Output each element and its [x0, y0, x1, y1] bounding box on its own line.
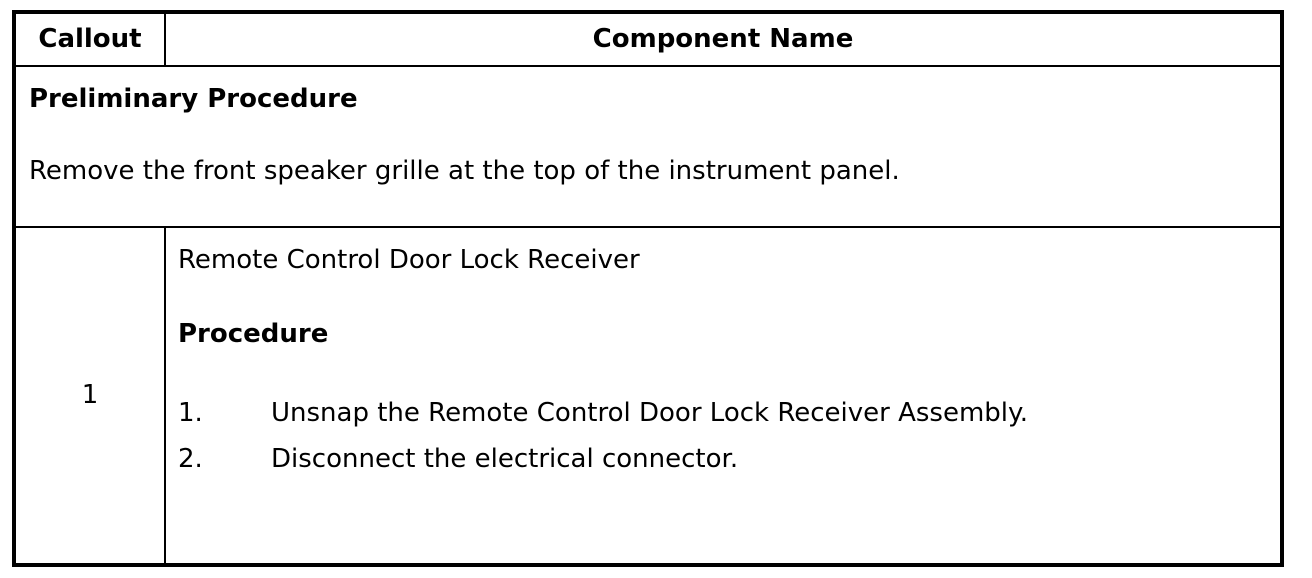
component-table: Callout Component Name Preliminary Proce… [12, 10, 1284, 567]
preliminary-procedure-title: Preliminary Procedure [29, 84, 358, 114]
callout-column-header: Callout [16, 14, 166, 65]
callout-number-cell: 1 [16, 228, 166, 563]
preliminary-procedure-row: Preliminary Procedure Remove the front s… [16, 67, 1280, 228]
procedure-step: 1. Unsnap the Remote Control Door Lock R… [178, 397, 1266, 430]
component-row: 1 Remote Control Door Lock Receiver Proc… [16, 228, 1280, 563]
step-number: 2. [178, 443, 203, 474]
component-name-column-header: Component Name [592, 24, 854, 55]
procedure-step: 2. Disconnect the electrical connector. [178, 443, 1266, 476]
procedure-steps-list: 1. Unsnap the Remote Control Door Lock R… [178, 397, 1266, 475]
step-text: Disconnect the electrical connector. [271, 443, 739, 474]
step-text: Unsnap the Remote Control Door Lock Rece… [271, 398, 1028, 428]
step-number: 1. [178, 398, 203, 428]
component-detail-cell: Remote Control Door Lock Receiver Proced… [166, 228, 1280, 563]
preliminary-procedure-text: Remove the front speaker grille at the t… [29, 155, 900, 186]
table-header-row: Callout Component Name [16, 14, 1280, 67]
component-name-text: Remote Control Door Lock Receiver [178, 245, 640, 275]
procedure-heading: Procedure [178, 318, 329, 349]
